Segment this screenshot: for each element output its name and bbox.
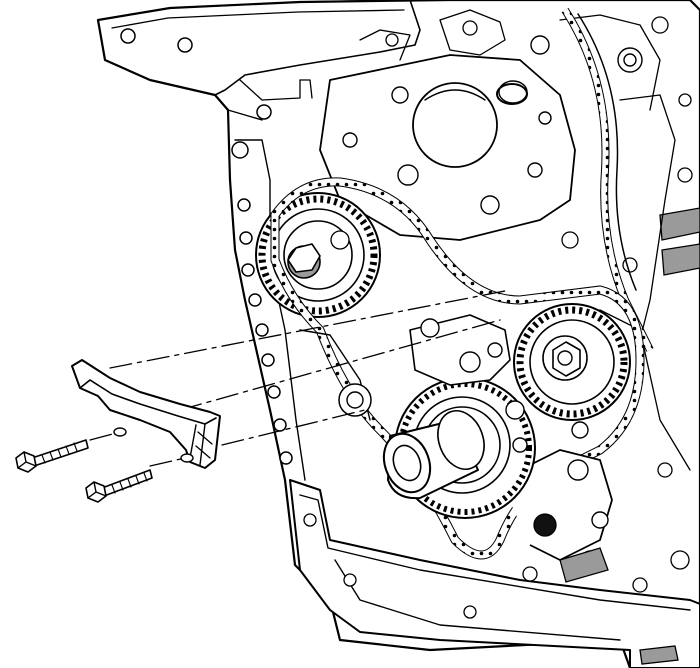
guide-bolt-lower <box>85 469 153 503</box>
guide-bolt-upper <box>15 439 89 473</box>
crankshaft-nose <box>382 410 485 500</box>
timing-chain-upper <box>561 7 654 352</box>
oil-pump-area <box>299 314 589 453</box>
o-ring <box>496 83 528 105</box>
timing-chain-lower <box>270 177 645 560</box>
oil-pan <box>289 479 700 668</box>
installation-leader-lines <box>89 289 511 467</box>
timing-chain-guide <box>71 359 221 469</box>
intermediate-sprocket <box>513 303 631 421</box>
cover-bolt-holes <box>120 28 293 465</box>
